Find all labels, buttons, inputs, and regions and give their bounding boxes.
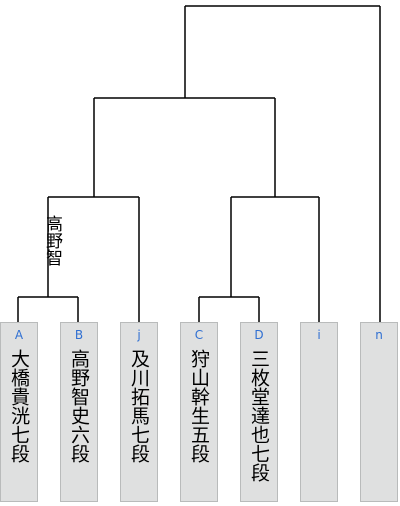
player-name: 狩山幹生五段 (188, 349, 210, 463)
slot-letter[interactable]: A (14, 328, 24, 342)
bracket-slot-a[interactable]: A 大橋貴洸七段 (0, 322, 38, 502)
slot-letter[interactable]: C (194, 328, 204, 342)
slot-letter[interactable]: D (254, 328, 264, 342)
bracket-slot-n[interactable]: n (360, 322, 398, 502)
player-name: 高野智史六段 (68, 349, 90, 463)
bracket-slot-c[interactable]: C 狩山幹生五段 (180, 322, 218, 502)
player-name: 大橋貴洸七段 (8, 349, 30, 463)
bracket-slot-d[interactable]: D 三枚堂達也七段 (240, 322, 278, 502)
bracket-slot-i[interactable]: i (300, 322, 338, 502)
player-name: 及川拓馬七段 (128, 349, 150, 463)
slot-letter[interactable]: j (137, 328, 141, 342)
bracket-slot-j[interactable]: j 及川拓馬七段 (120, 322, 158, 502)
player-name: 三枚堂達也七段 (248, 349, 270, 482)
slot-letter[interactable]: i (317, 328, 321, 342)
slot-letter[interactable]: B (74, 328, 84, 342)
match-winner-label: 高野智 (42, 215, 62, 266)
slot-letter[interactable]: n (375, 328, 383, 342)
bracket-slot-b[interactable]: B 高野智史六段 (60, 322, 98, 502)
